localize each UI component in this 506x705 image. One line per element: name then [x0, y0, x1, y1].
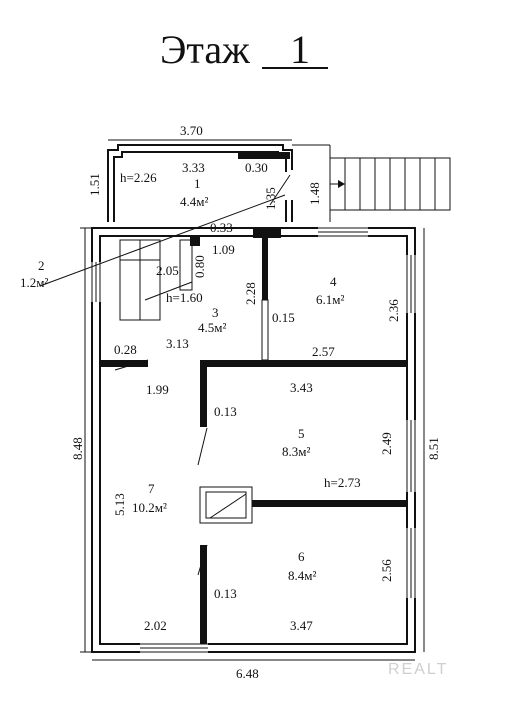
- room-5-area: 8.3м²: [282, 444, 310, 459]
- room-6-area: 8.4м²: [288, 568, 316, 583]
- dim-r7-5-13: 5.13: [112, 493, 127, 516]
- room-1-area: 4.4м²: [180, 194, 208, 209]
- dim-r5-2-49: 2.49: [379, 432, 394, 455]
- room-1-height: h=2.26: [120, 170, 157, 185]
- room-4-number: 4: [330, 274, 337, 289]
- room-7-area: 10.2м²: [132, 500, 167, 515]
- dim-r1-3-33: 3.33: [182, 160, 205, 175]
- dim-r1-1-35: 1.35: [263, 187, 278, 210]
- interior-walls: [100, 228, 407, 644]
- dim-0-80: 0.80: [192, 255, 207, 278]
- labels: 3.70 3.33 0.30 1.51 h=2.26 1 4.4м² 1.35 …: [20, 123, 441, 681]
- dim-left-8-48: 8.48: [70, 437, 85, 460]
- dim-bottom-6-48: 6.48: [236, 666, 259, 681]
- dim-2-05: 2.05: [156, 263, 179, 278]
- watermark: REALT: [388, 661, 448, 678]
- room-1-number: 1: [194, 176, 201, 191]
- dim-0-28: 0.28: [114, 342, 137, 357]
- exterior-stairs: [329, 157, 451, 211]
- title-prefix: Этаж: [160, 27, 250, 72]
- dim-0-33: 0.33: [210, 220, 233, 235]
- dim-0-13-top: 0.13: [214, 404, 237, 419]
- title-number: 1: [290, 27, 310, 72]
- room-5-height: h=2.73: [324, 475, 361, 490]
- dim-right-8-51: 8.51: [426, 437, 441, 460]
- room-3-number: 3: [212, 305, 219, 320]
- dim-r6-2-56: 2.56: [379, 559, 394, 582]
- room-7-number: 7: [148, 481, 155, 496]
- room-3-height: h=1.60: [166, 290, 203, 305]
- dim-top-3-70: 3.70: [180, 123, 203, 138]
- room-2-number: 2: [38, 258, 45, 273]
- dim-2-57: 2.57: [312, 344, 335, 359]
- room-5-number: 5: [298, 426, 305, 441]
- dim-r1-1-48: 1.48: [307, 182, 322, 205]
- dim-0-13-bottom: 0.13: [214, 586, 237, 601]
- dim-0-15: 0.15: [272, 310, 295, 325]
- room-2-area: 1.2м²: [20, 275, 48, 290]
- room-4-area: 6.1м²: [316, 292, 344, 307]
- dim-1-09: 1.09: [212, 242, 235, 257]
- room-6-number: 6: [298, 549, 305, 564]
- dimension-lines: [39, 139, 425, 661]
- dim-3-47: 3.47: [290, 618, 313, 633]
- dim-3-43: 3.43: [290, 380, 313, 395]
- dim-2-28: 2.28: [243, 282, 258, 305]
- dim-3-13: 3.13: [166, 336, 189, 351]
- dim-1-99: 1.99: [146, 382, 169, 397]
- dim-r1-0-30: 0.30: [245, 160, 268, 175]
- dim-r1-1-51: 1.51: [87, 173, 102, 196]
- dim-2-02: 2.02: [144, 618, 167, 633]
- dim-r4-2-36: 2.36: [386, 299, 401, 322]
- room-3-area: 4.5м²: [198, 320, 226, 335]
